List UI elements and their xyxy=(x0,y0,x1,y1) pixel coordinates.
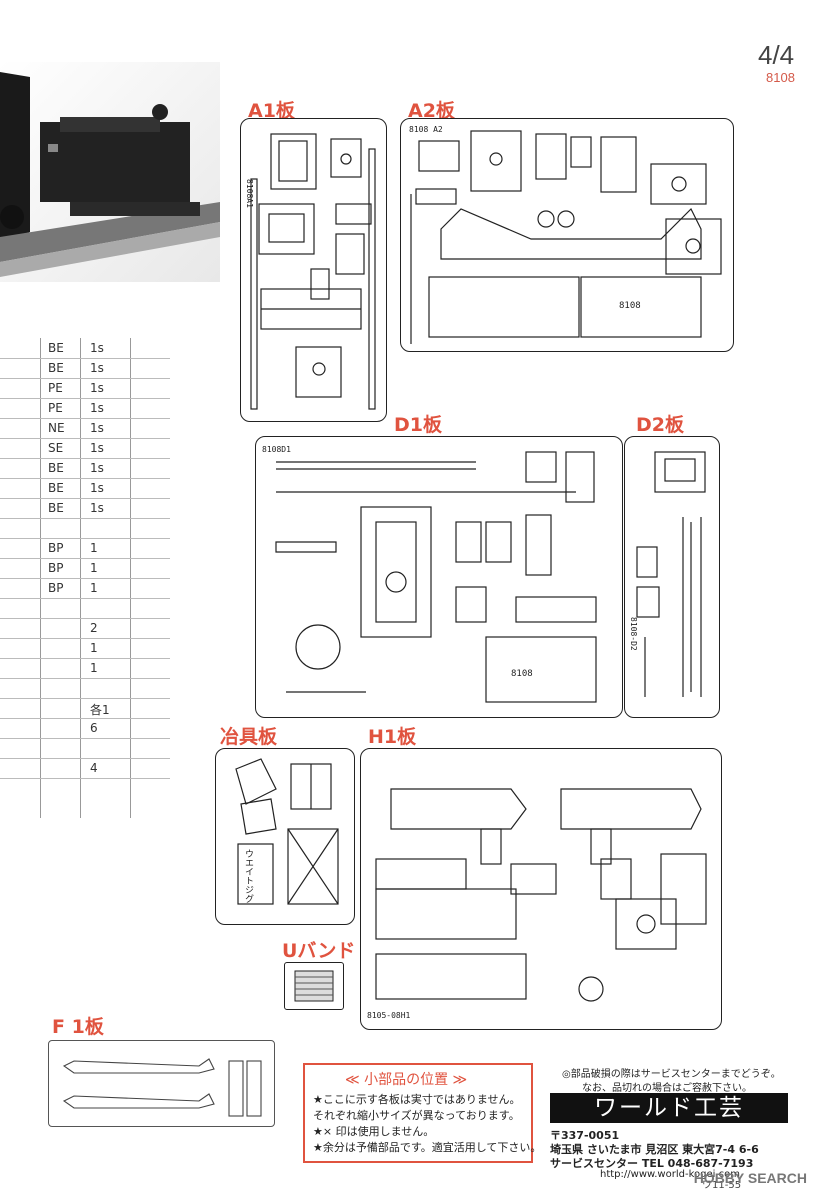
sheet-label-uband: Uバンド xyxy=(282,940,356,962)
product-code: 8108 xyxy=(766,70,795,85)
maker-info: ◎部品破損の際はサービスセンターまでどうぞ。 なお、品切れの場合はご容赦下さい。… xyxy=(540,1063,798,1181)
note-line: ★余分は予備部品です。適宜活用して下さい。 xyxy=(313,1141,542,1154)
note-line: ★ここに示す各板は実寸ではありません。 xyxy=(313,1093,521,1106)
notes-title: ≪ 小部品の位置 ≫ xyxy=(345,1072,468,1088)
table-row xyxy=(0,518,170,539)
sheet-f1 xyxy=(48,1040,275,1127)
maker-service: サービスセンター TEL 048-687-7193 xyxy=(550,1157,754,1170)
table-row: 各1 xyxy=(0,698,170,719)
a2-mark: 8108 A2 xyxy=(409,125,443,134)
maker-address: 埼玉県 さいたま市 見沼区 東大宮7-4 6-6 xyxy=(550,1143,759,1156)
a2-parts-drawing xyxy=(410,130,722,344)
h1-mark: 8105-08H1 xyxy=(367,1011,411,1020)
sheet-label-a1: A1板 xyxy=(248,100,295,122)
locomotive-photo xyxy=(0,62,220,282)
uband-parts-drawing xyxy=(294,970,334,1002)
sheet-label-h1: H1板 xyxy=(368,726,417,748)
d1-body-mark: 8108 xyxy=(511,669,533,679)
a1-parts-drawing xyxy=(250,133,376,410)
sheet-label-d1: D1板 xyxy=(394,414,442,436)
maker-name: ワールド工芸 xyxy=(550,1093,788,1123)
h1-parts-drawing xyxy=(375,788,707,1002)
page-number: 4/4 xyxy=(758,40,795,70)
note-line: ★× 印は使用しません。 xyxy=(313,1125,435,1138)
sheet-jig: ウエイトジグ xyxy=(215,748,355,925)
sheet-label-a2: A2板 xyxy=(408,100,455,122)
table-row: 1 xyxy=(0,638,170,659)
d1-parts-drawing xyxy=(275,451,597,703)
sheet-h1: 8105-08H1 xyxy=(360,748,722,1030)
d2-mark: 8108-D2 xyxy=(629,617,638,651)
table-row xyxy=(0,598,170,619)
sheet-label-jig: 冶具板 xyxy=(220,726,278,748)
sheet-label-f1: F 1板 xyxy=(52,1016,104,1038)
jig-parts-drawing xyxy=(235,758,339,905)
watermark: HOBBY SEARCH xyxy=(693,1170,807,1186)
a1-mark: 8108A1 xyxy=(245,179,254,208)
d1-mark: 8108D1 xyxy=(262,445,291,454)
notes-box: ≪ 小部品の位置 ≫ ★ここに示す各板は実寸ではありません。 それぞれ縮小サイズ… xyxy=(303,1063,541,1163)
jig-text: ウエイトジグ xyxy=(243,849,253,903)
f1-parts-drawing xyxy=(62,1058,262,1117)
maker-notice-1: ◎部品破損の際はサービスセンターまでどうぞ。 xyxy=(562,1069,781,1080)
maker-id: ワ11-55 xyxy=(702,1180,742,1191)
table-row: 2 xyxy=(0,618,170,639)
sheet-d1: 8108D1 8108 xyxy=(255,436,623,718)
note-line: それぞれ縮小サイズが異なっております。 xyxy=(313,1109,520,1122)
sheet-a2: 8108 A2 8108 xyxy=(400,118,734,352)
table-row: 1 xyxy=(0,658,170,679)
table-row: 4 xyxy=(0,758,170,779)
d2-parts-drawing xyxy=(636,451,706,697)
table-row xyxy=(0,738,170,759)
sheet-uband xyxy=(284,962,344,1010)
a2-body-mark: 8108 xyxy=(619,301,641,311)
maker-notice-2: なお、品切れの場合はご容赦下さい。 xyxy=(582,1083,752,1094)
maker-postal: 〒337-0051 xyxy=(550,1129,620,1142)
sheet-d2: 8108-D2 xyxy=(624,436,720,718)
table-row: 6 xyxy=(0,718,170,739)
maker-url: http://www.world-kogei.com xyxy=(600,1169,740,1180)
sheet-label-d2: D2板 xyxy=(636,414,684,436)
sheet-a1: 8108A1 xyxy=(240,118,387,422)
table-row xyxy=(0,678,170,699)
